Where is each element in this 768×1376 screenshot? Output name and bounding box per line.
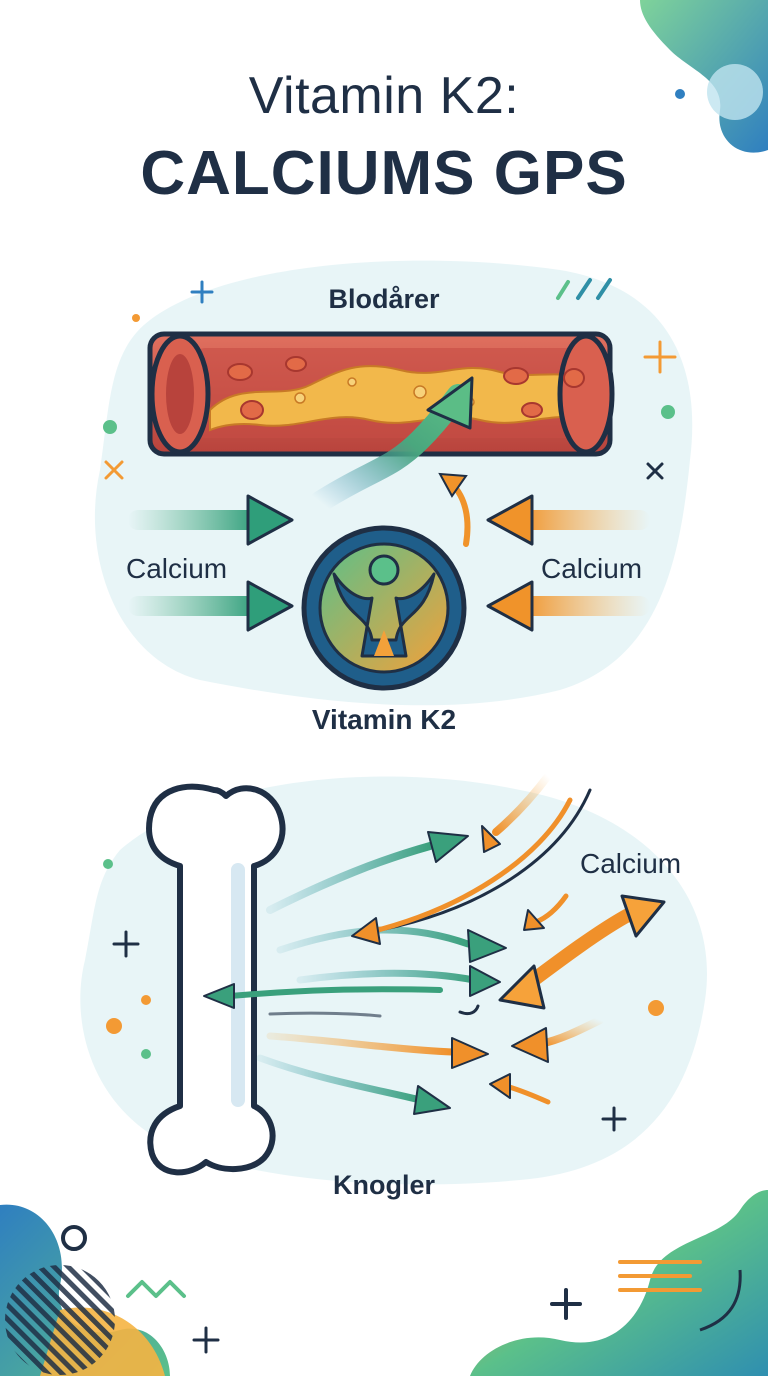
calcium-label-left: Calcium xyxy=(126,553,228,584)
decor-bottom-right-blob xyxy=(470,1190,768,1376)
calcium-label-right: Calcium xyxy=(541,553,643,584)
bone-calcium-arrows xyxy=(203,831,507,1115)
decor-bottom-left-blob xyxy=(0,1204,220,1376)
calcium-arrows-left xyxy=(128,494,294,632)
bone-label: Knogler xyxy=(332,1170,435,1200)
vitamin-k2-label: Vitamin K2 xyxy=(311,704,457,735)
calcium-label-bone: Calcium xyxy=(580,848,682,879)
title-line-1: Vitamin K2: xyxy=(248,67,520,125)
bone-icon xyxy=(146,783,286,1176)
vitamin-k2-icon xyxy=(301,525,467,691)
blood-vessel-icon xyxy=(147,331,615,457)
calcium-arrows-right xyxy=(486,494,650,632)
title-line-2: CALCIUMS GPS xyxy=(140,139,628,208)
k2-to-vessel-arrow xyxy=(309,376,474,513)
decor-sparkles xyxy=(103,278,677,1132)
incoming-calcium-arrows xyxy=(268,772,666,1105)
decor-top-right-blob xyxy=(640,0,768,153)
small-upward-arrow xyxy=(438,472,471,547)
vessel-label: Blodårer xyxy=(328,284,440,314)
